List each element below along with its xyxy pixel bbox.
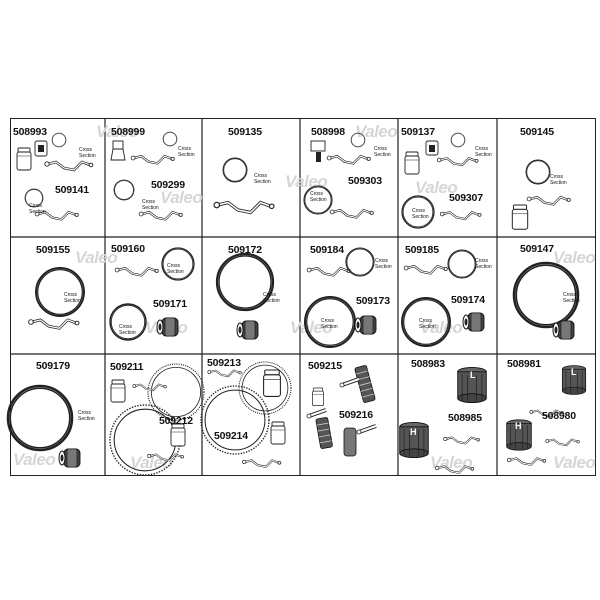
- part-number: 509145: [520, 126, 554, 138]
- watermark: Valeo: [285, 172, 328, 191]
- part-number: 509172: [228, 244, 262, 256]
- part-number: 509212: [159, 415, 193, 427]
- part-number: 509173: [356, 295, 390, 307]
- part-number: 509303: [348, 175, 382, 187]
- part-number: 509213: [207, 357, 241, 369]
- part-number: 509147: [520, 243, 554, 255]
- watermark: Valeo: [160, 188, 203, 207]
- cap-letter-high: H: [410, 427, 417, 437]
- watermark: Valeo: [355, 122, 398, 141]
- part-number: 508985: [448, 412, 482, 424]
- part-number: 509211: [110, 361, 144, 373]
- watermark: Valeo: [553, 453, 596, 472]
- part-number: 509299: [151, 179, 185, 191]
- cap-letter-low: L: [470, 370, 476, 380]
- cap-letter-high: H: [515, 421, 522, 431]
- watermark: Valeo: [130, 453, 173, 472]
- watermark: Valeo: [415, 178, 458, 197]
- watermark: Valeo: [13, 450, 56, 469]
- part-number: 509216: [339, 409, 373, 421]
- parts-grid-frame: [10, 118, 596, 476]
- part-number: 509214: [214, 430, 248, 442]
- watermark: Valeo: [553, 248, 596, 267]
- part-number: 509184: [310, 244, 344, 256]
- watermark: Valeo: [75, 248, 118, 267]
- part-number: 508999: [111, 126, 145, 138]
- part-number: 509160: [111, 243, 145, 255]
- watermark: Valeo: [145, 318, 188, 337]
- watermark: Valeo: [430, 453, 473, 472]
- part-number: 509179: [36, 360, 70, 372]
- part-number: 508981: [507, 358, 541, 370]
- part-number: 509171: [153, 298, 187, 310]
- part-number: 509141: [55, 184, 89, 196]
- part-number: 508998: [311, 126, 345, 138]
- part-number: 508980: [542, 410, 576, 422]
- cap-letter-low: L: [571, 367, 577, 377]
- part-number: 509185: [405, 244, 439, 256]
- watermark: Valeo: [96, 122, 139, 141]
- part-number: 509215: [308, 360, 342, 372]
- part-number: 509307: [449, 192, 483, 204]
- part-number: 509155: [36, 244, 70, 256]
- part-number: 509174: [451, 294, 485, 306]
- part-number: 508983: [411, 358, 445, 370]
- part-number: 508993: [13, 126, 47, 138]
- part-number: 509135: [228, 126, 262, 138]
- part-number: 509137: [401, 126, 435, 138]
